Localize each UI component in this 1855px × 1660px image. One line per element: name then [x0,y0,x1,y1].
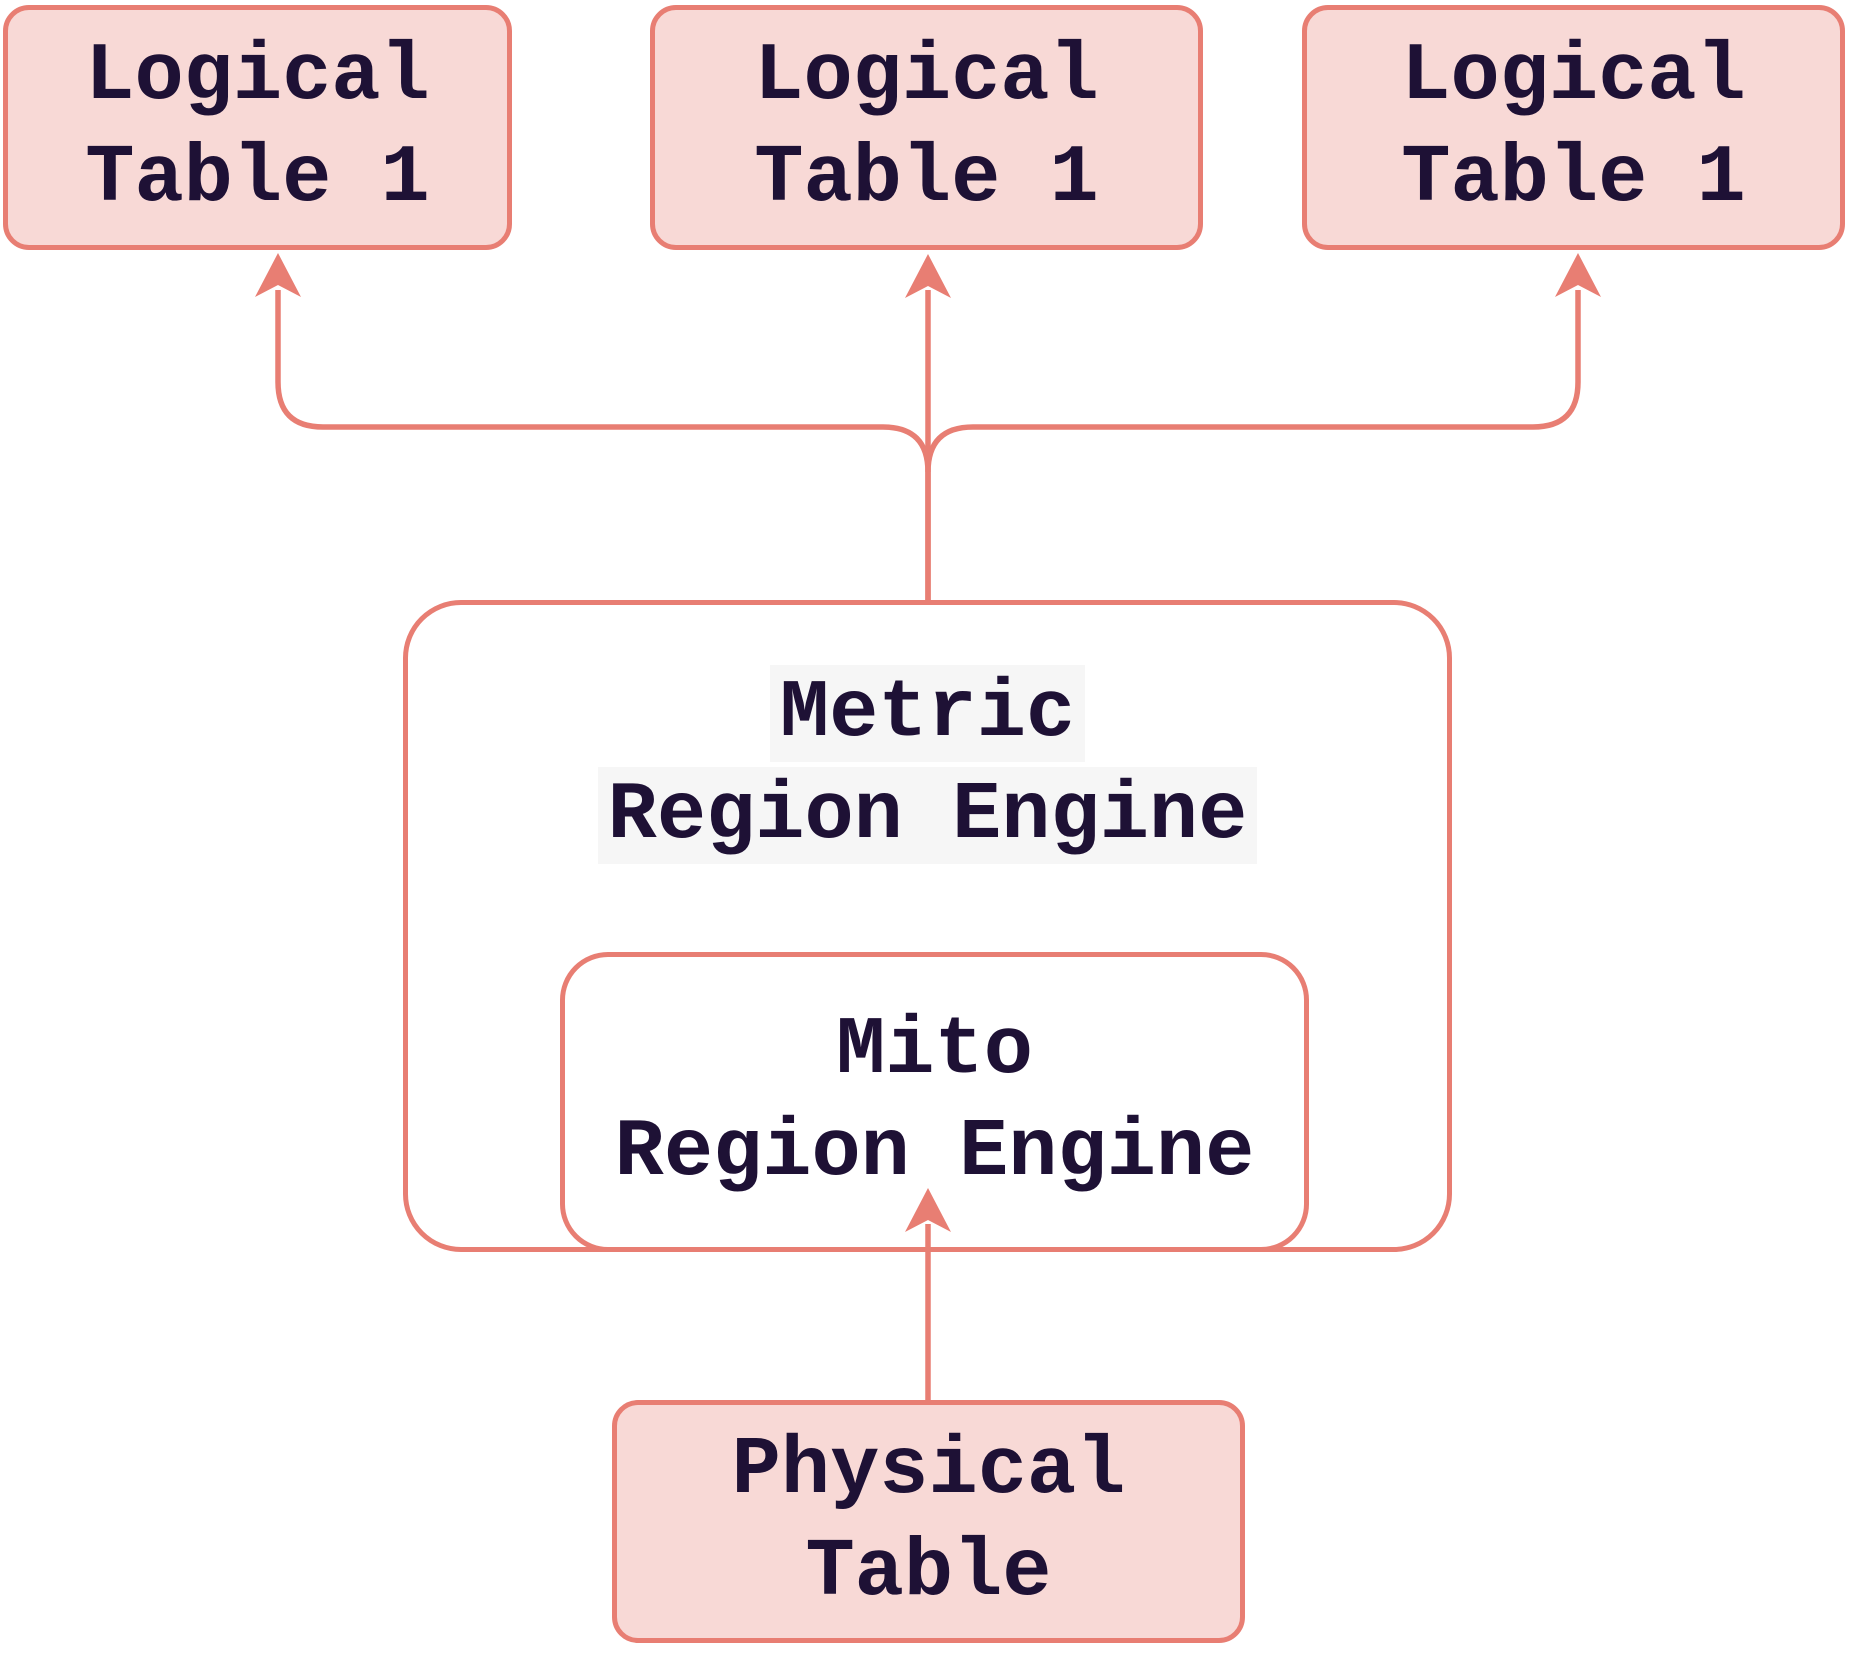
node-label: Table 1 [754,131,1099,225]
node-label: Table 1 [85,131,430,225]
node-label: Logical [754,29,1099,123]
node-label: Logical [1401,29,1746,123]
node-mito-region-engine: Mito Region Engine [560,952,1309,1252]
node-label: Mito [836,1004,1033,1098]
node-logical-table-center: Logical Table 1 [650,5,1203,250]
arrowhead-up-left-icon [255,253,301,297]
node-label: Metric [769,663,1086,765]
node-label: Logical [85,29,430,123]
node-label: Table [805,1525,1052,1619]
node-label: Table 1 [1401,131,1746,225]
edge-metric-to-logical-right [925,290,1581,473]
arrowhead-up-center-icon [905,254,951,298]
node-label: Region Engine [597,765,1258,867]
edge-metric-to-logical-left [275,290,931,600]
node-logical-table-left: Logical Table 1 [3,5,512,250]
arrowhead-up-right-icon [1555,253,1601,297]
node-logical-table-right: Logical Table 1 [1302,5,1845,250]
node-label: Physical [731,1423,1126,1517]
node-physical-table: Physical Table [612,1400,1245,1643]
node-label: Region Engine [614,1106,1255,1199]
